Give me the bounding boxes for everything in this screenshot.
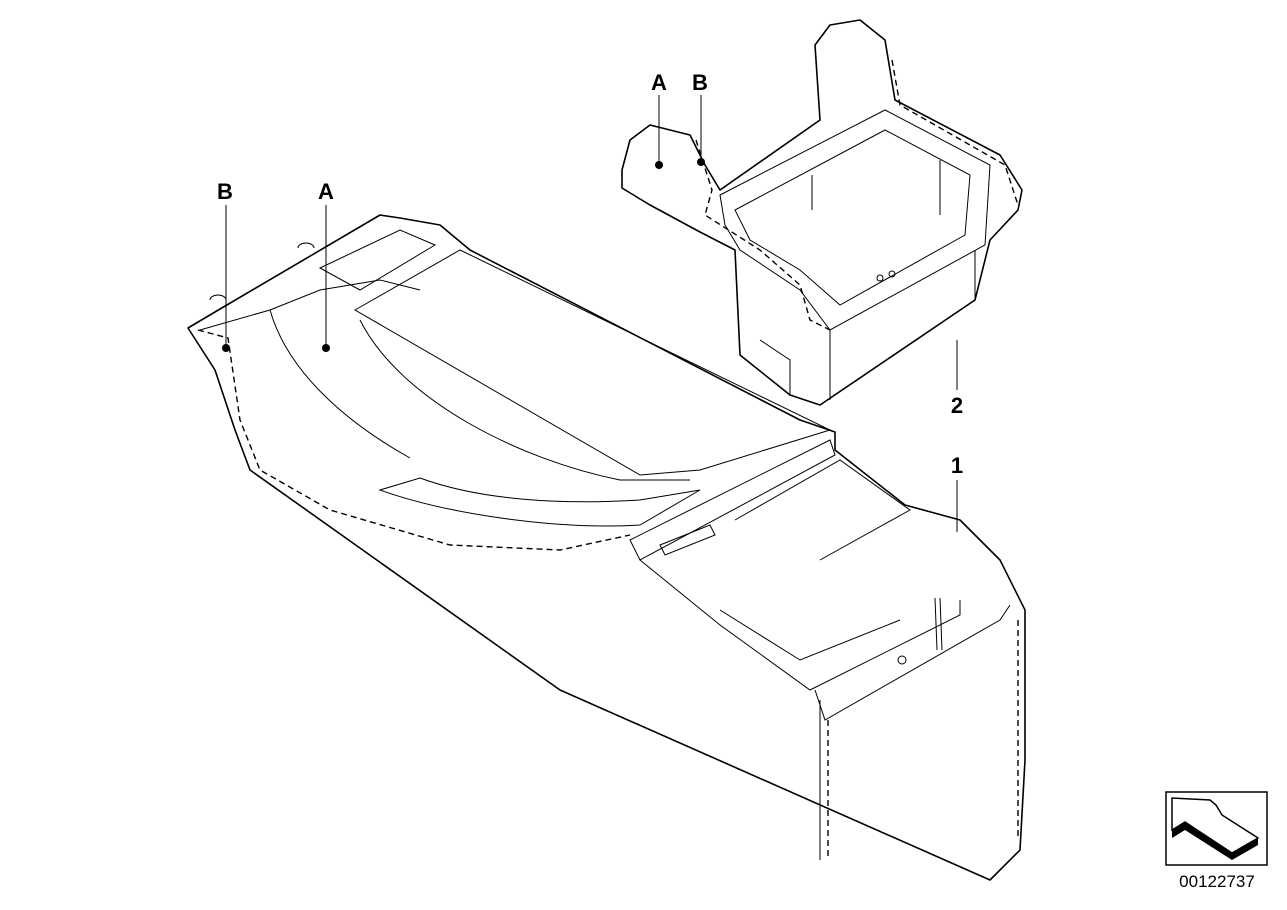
callout-console-a: A [318, 179, 334, 204]
center-console-part-1 [187, 214, 1026, 881]
point-a-console [322, 344, 330, 352]
point-b-box [697, 158, 705, 166]
callout-part-2: 2 [951, 393, 963, 418]
callout-box-a: A [651, 70, 667, 95]
callout-leaders [222, 95, 958, 532]
callout-box-b: B [692, 70, 708, 95]
point-a-box [655, 161, 663, 169]
callout-part-1: 1 [951, 453, 963, 478]
callout-console-b: B [217, 179, 233, 204]
diagram-number: 00122737 [1179, 872, 1255, 891]
arrow-icon [1165, 791, 1268, 866]
storage-box-part-2 [621, 19, 1023, 406]
point-b-console [222, 344, 230, 352]
